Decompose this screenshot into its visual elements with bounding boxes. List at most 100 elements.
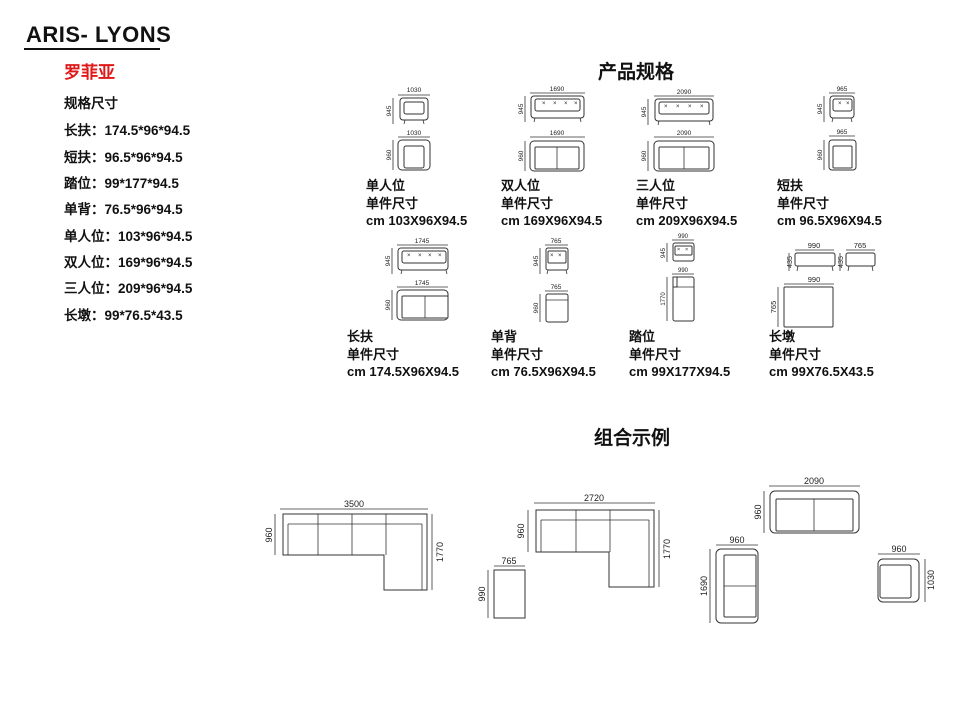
product-name: 踏位	[629, 329, 656, 344]
drawing-three-seat: 2090 × × × × 945 2090 960	[641, 89, 715, 172]
product-caption: 单人位 单件尺寸 cm 103X96X94.5	[366, 177, 467, 230]
product-name: 单人位	[366, 178, 406, 193]
dim-label: 960	[518, 150, 525, 161]
combo-2-drawing: 2720 960 1770 765 990	[477, 493, 672, 619]
product-name: 长墩	[769, 329, 796, 344]
dim-label: 960	[753, 504, 763, 519]
button-mark: ×	[677, 247, 680, 253]
dim-label: 960	[516, 523, 526, 538]
product-size-label: 单件尺寸	[629, 346, 682, 362]
button-mark: ×	[558, 253, 562, 259]
dim-label: 960	[386, 149, 393, 160]
button-mark: ×	[550, 253, 554, 259]
product-caption: 长墩 单件尺寸 cm 99X76.5X43.5	[769, 328, 874, 381]
combo-title: 组合示例	[594, 428, 671, 449]
dim-label: 945	[386, 105, 393, 116]
dim-label: 2090	[677, 89, 692, 96]
dim-label: 990	[808, 275, 821, 284]
product-caption: 长扶 单件尺寸 cm 174.5X96X94.5	[347, 328, 459, 381]
spec-item: 踏位：99*177*94.5	[64, 176, 179, 191]
spec-item: 单背：76.5*96*94.5	[64, 202, 183, 217]
spec-item: 长扶：174.5*96*94.5	[64, 123, 191, 138]
dim-label: 435	[787, 256, 794, 268]
dim-label: 435	[838, 256, 845, 268]
product-size-label: 单件尺寸	[501, 195, 554, 211]
dim-label: 960	[533, 302, 540, 313]
dim-label: 3500	[344, 499, 364, 509]
dim-label: 960	[385, 299, 392, 310]
product-dims: cm 99X76.5X43.5	[769, 364, 874, 379]
dim-label: 2090	[804, 476, 824, 486]
product-caption: 踏位 单件尺寸 cm 99X177X94.5	[629, 328, 730, 381]
product-name: 长扶	[347, 329, 374, 344]
dim-label: 765	[769, 301, 778, 314]
dim-label: 960	[729, 535, 744, 545]
dim-label: 965	[837, 86, 848, 93]
dim-label: 1030	[407, 130, 422, 137]
product-size-label: 单件尺寸	[347, 346, 400, 362]
product-dims: cm 103X96X94.5	[366, 213, 468, 228]
drawing-single-seat: 1030 945 1030 960	[386, 87, 431, 171]
button-mark: ×	[542, 101, 546, 107]
button-mark: ×	[664, 104, 668, 110]
product-dims: cm 96.5X96X94.5	[777, 213, 882, 228]
dim-label: 960	[641, 150, 648, 161]
product-size-label: 单件尺寸	[491, 346, 544, 362]
button-mark: ×	[574, 101, 578, 107]
button-mark: ×	[688, 104, 692, 110]
drawing-single-back: 765 × × 945 765 960	[533, 238, 569, 323]
combo-1-drawing: 3500 960 1770	[264, 499, 445, 591]
product-spec-title: 产品规格	[598, 62, 675, 83]
product-size-label: 单件尺寸	[769, 346, 822, 362]
spec-item: 单人位：103*96*94.5	[64, 229, 193, 244]
product-dims: cm 174.5X96X94.5	[347, 364, 460, 379]
drawing-chaise: 990 × × 945 990 1770	[661, 234, 695, 322]
spec-item: 双人位：169*96*94.5	[64, 255, 193, 270]
dim-label: 1770	[435, 542, 445, 562]
dim-label: 1745	[415, 280, 430, 287]
product-caption: 三人位 单件尺寸 cm 209X96X94.5	[636, 177, 737, 230]
product-size-label: 单件尺寸	[366, 195, 419, 211]
product-name-cn: 罗菲亚	[64, 63, 115, 82]
dim-label: 2720	[584, 493, 604, 503]
brand-underline	[24, 48, 160, 50]
dim-label: 1745	[415, 238, 430, 245]
dim-label: 1770	[662, 539, 672, 559]
dim-label: 990	[678, 234, 689, 240]
product-size-label: 单件尺寸	[777, 195, 830, 211]
dim-label: 945	[533, 255, 540, 266]
spec-item: 长墩：99*76.5*43.5	[64, 308, 183, 323]
dim-label: 960	[817, 149, 824, 160]
dim-label: 945	[817, 103, 824, 114]
spec-item: 短扶：96.5*96*94.5	[64, 150, 183, 165]
product-caption: 短扶 单件尺寸 cm 96.5X96X94.5	[777, 177, 882, 230]
dim-label: 945	[385, 255, 392, 266]
spec-heading: 规格尺寸	[64, 96, 118, 111]
dim-label: 1030	[407, 87, 422, 94]
dim-label: 990	[808, 241, 821, 250]
button-mark: ×	[685, 247, 688, 253]
button-mark: ×	[407, 253, 411, 259]
button-mark: ×	[838, 101, 842, 107]
product-dims: cm 76.5X96X94.5	[491, 364, 596, 379]
dim-label: 990	[477, 586, 487, 601]
dim-label: 965	[837, 129, 848, 136]
combo-3-drawing: 2090 960 960 1690 960 1030	[699, 476, 936, 624]
dim-label: 1690	[699, 576, 709, 596]
drawing-long-arm: 1745 × × × × 945 1745 960	[385, 238, 449, 321]
product-name: 三人位	[636, 178, 676, 193]
dim-label: 765	[501, 556, 516, 566]
button-mark: ×	[428, 253, 432, 259]
product-dims: cm 99X177X94.5	[629, 364, 731, 379]
spec-item: 三人位：209*96*94.5	[64, 281, 193, 296]
dim-label: 765	[854, 241, 867, 250]
dim-label: 765	[551, 238, 562, 245]
dim-label: 990	[678, 268, 689, 274]
product-name: 单背	[491, 329, 518, 344]
button-mark: ×	[846, 101, 850, 107]
dim-label: 960	[264, 527, 274, 542]
button-mark: ×	[700, 104, 704, 110]
dim-label: 960	[891, 544, 906, 554]
button-mark: ×	[418, 253, 422, 259]
